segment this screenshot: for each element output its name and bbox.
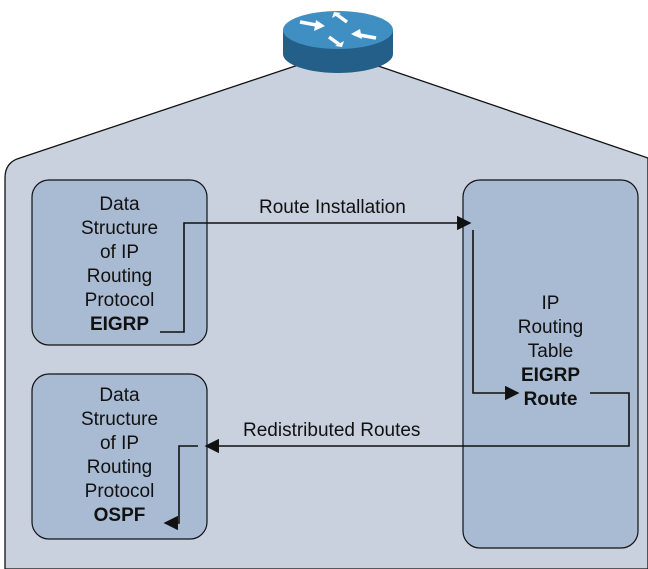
redistributed-routes-arrow bbox=[204, 392, 630, 454]
ospf-box-line-3: of IP bbox=[99, 433, 140, 454]
redistributed-routes-label: Redistributed Routes bbox=[243, 420, 421, 441]
routing-table-line-1: IP bbox=[541, 293, 560, 314]
ospf-box-protocol-name: OSPF bbox=[93, 505, 146, 526]
router-icon bbox=[283, 11, 393, 73]
ospf-box-line-5: Protocol bbox=[84, 481, 155, 502]
routing-table-box bbox=[462, 179, 639, 549]
routing-table-route-label: Route bbox=[523, 389, 578, 410]
eigrp-box-line-5: Protocol bbox=[84, 290, 155, 311]
routing-table-text: IP Routing Table EIGRP Route bbox=[463, 292, 638, 412]
eigrp-box-line-2: Structure bbox=[80, 218, 159, 239]
ospf-protocol-text: Data Structure of IP Routing Protocol OS… bbox=[32, 384, 207, 528]
routing-table-line-2: Routing bbox=[517, 317, 584, 338]
route-installation-label: Route Installation bbox=[259, 197, 406, 218]
routing-table-line-3: Table bbox=[527, 341, 574, 362]
eigrp-box-line-4: Routing bbox=[86, 266, 153, 287]
install-to-route-arrow bbox=[472, 230, 520, 401]
ospf-box-line-1: Data bbox=[99, 385, 140, 406]
eigrp-box-line-3: of IP bbox=[99, 242, 140, 263]
eigrp-box-protocol-name: EIGRP bbox=[89, 314, 150, 335]
ospf-protocol-box bbox=[31, 373, 208, 540]
route-installation-arrow bbox=[160, 215, 472, 333]
eigrp-box-line-1: Data bbox=[99, 194, 140, 215]
ospf-box-line-4: Routing bbox=[86, 457, 153, 478]
eigrp-protocol-box bbox=[31, 179, 208, 346]
ospf-box-line-2: Structure bbox=[80, 409, 159, 430]
eigrp-protocol-text: Data Structure of IP Routing Protocol EI… bbox=[32, 193, 207, 337]
redistribute-to-ospf-arrow bbox=[163, 445, 198, 531]
routing-table-eigrp-label: EIGRP bbox=[520, 365, 581, 386]
